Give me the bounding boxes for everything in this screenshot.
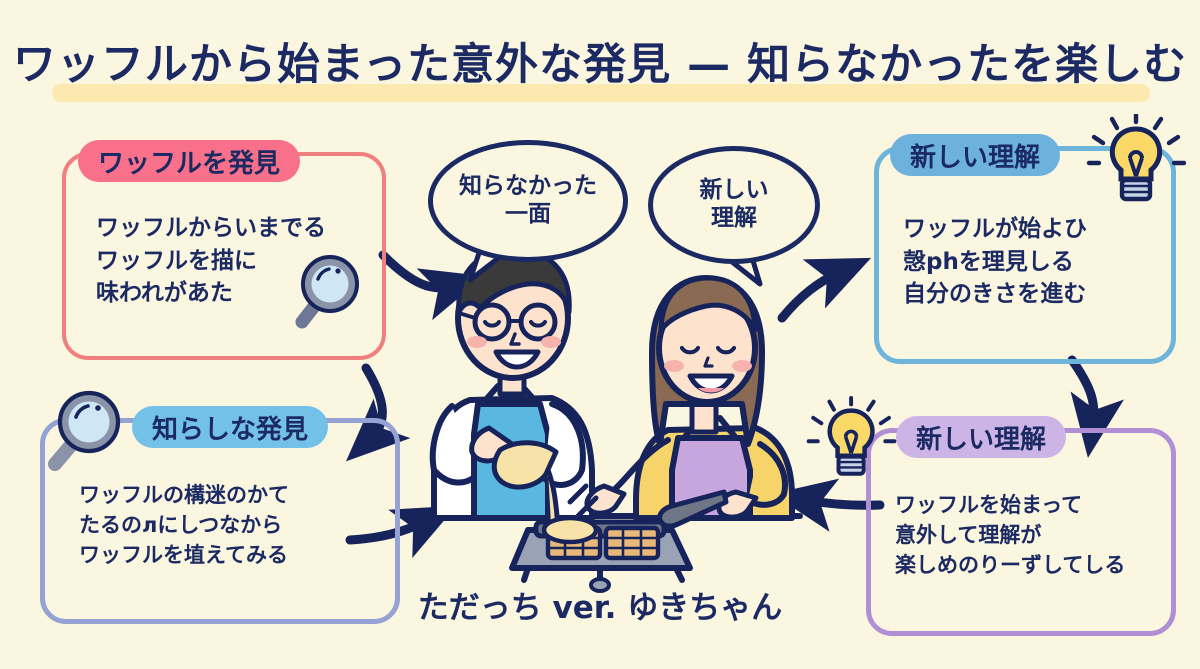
illustration-caption: ただっち ver. ゆきちゃん: [417, 590, 783, 626]
lightbulb-icon: [1086, 114, 1187, 202]
card-top-right: ワッフルが始よひ 愨phを理見しる 自分のきさを進む: [874, 146, 1176, 364]
card-top-left: ワッフルからいまでる ワッフルを描に 味われがあた: [62, 152, 386, 360]
page-title: ワッフルから始まった意外な発見 — 知らなかったを楽しむ: [0, 18, 1200, 104]
arrow-center-to-tr: [777, 257, 872, 323]
title-highlight-bar: [52, 84, 1150, 102]
card-top-right-label: 新しい理解: [890, 134, 1061, 176]
card-bottom-left-body: ワッフルの構迷のかて たるのлにしつなから ワッフルを埴えてみる: [79, 483, 289, 567]
speech-bubble-left-text: 知らなかった 一面: [459, 173, 597, 227]
card-bottom-right: ワッフルを始まって 意外して理解が 楽しめのりーずしてしる: [866, 428, 1176, 636]
card-bottom-right-body: ワッフルを始まって 意外して理解が 楽しめのりーずしてしる: [895, 493, 1126, 577]
card-bottom-left-label: 知らしな発見: [132, 406, 329, 448]
lightbulb-icon: [806, 396, 897, 476]
card-top-right-body: ワッフルが始よひ 愨phを理見しる 自分のきさを進む: [903, 216, 1087, 308]
magnifier-icon: [295, 255, 359, 329]
card-top-left-body: ワッフルからいまでる ワッフルを描に 味われがあた: [96, 215, 326, 307]
speech-bubble-left: 知らなかった 一面: [428, 140, 628, 262]
arrow-tr-to-br: [1067, 355, 1124, 458]
page-title-text: ワッフルから始まった意外な発見 — 知らなかったを楽しむ: [12, 40, 1188, 90]
card-top-left-label: ワッフルを発見: [78, 140, 301, 182]
card-bottom-right-label: 新しい理解: [896, 416, 1067, 458]
magnifier-icon: [48, 390, 121, 471]
speech-bubble-right-text: 新しい 理解: [699, 177, 769, 231]
speech-bubble-right: 新しい 理解: [648, 146, 820, 264]
arrow-tl-to-center: [378, 250, 485, 321]
